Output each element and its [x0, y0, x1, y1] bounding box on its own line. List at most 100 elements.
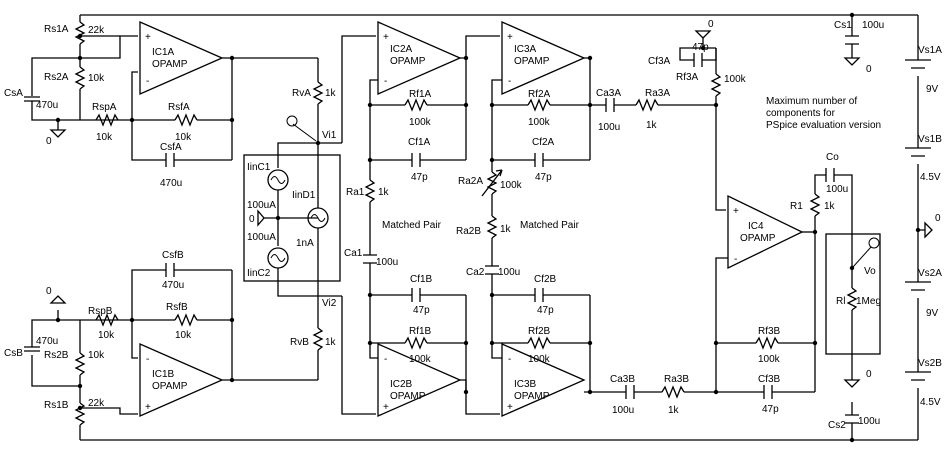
ic3a-inv-wire — [491, 79, 502, 160]
vi1-to-ic2a — [341, 35, 376, 143]
ic3a-minus: - — [508, 76, 511, 87]
Cs2-capacitor — [845, 414, 859, 424]
label-Ca2-ref: Ca2 — [466, 267, 485, 278]
label-RspB-ref: RspB — [88, 306, 113, 317]
RsfB-resistor — [174, 313, 198, 327]
RspB-resistor — [95, 313, 119, 327]
ic4-minus: - — [734, 254, 737, 265]
label-RsfA-val: 10k — [175, 132, 192, 143]
label-RspB-val: 10k — [98, 330, 115, 341]
output-load-box — [825, 233, 881, 355]
label-Ra1-ref: Ra1 — [346, 187, 365, 198]
label-IC2A-ref: IC2A — [390, 44, 413, 55]
label-Ra2B-val: 1k — [500, 224, 512, 235]
label-Vs2B-val: 4.5V — [920, 397, 941, 408]
label-RvA-val: 1k — [325, 88, 337, 99]
Rf1A-resistor — [404, 98, 428, 112]
label-IinC2-val: 100uA — [247, 232, 276, 243]
label-ground-e: 0 — [866, 64, 872, 75]
input-source-box — [243, 154, 341, 282]
label-Rf3A-ref: Rf3A — [676, 72, 699, 83]
label-R1-ref: R1 — [790, 201, 803, 212]
ground-symbol-c — [694, 30, 712, 39]
label-Ca1-ref: Ca1 — [344, 248, 363, 259]
label-Ca3B-ref: Ca3B — [610, 374, 635, 385]
Ra3A-resistor — [635, 98, 659, 112]
ic1b-minus: - — [146, 354, 149, 365]
Rs1B-resistor — [74, 402, 86, 426]
Ca3B-capacitor — [625, 385, 635, 399]
label-RsfB-ref: RsfB — [166, 302, 188, 313]
label-IinC2-ref: IinC2 — [247, 268, 271, 279]
label-Ca3A-ref: Ca3A — [596, 88, 621, 99]
csb-top-wire — [31, 319, 118, 347]
junction-dot — [812, 340, 818, 346]
label-Ra3B-ref: Ra3B — [664, 374, 689, 385]
Cf3B-capacitor — [763, 385, 773, 399]
label-Cf3A-val: 47p — [692, 42, 709, 53]
csfa-wire — [131, 120, 232, 161]
label-Ra1-val: 1k — [378, 187, 390, 198]
label-ground-a: 0 — [46, 136, 52, 147]
ic3b-plus: + — [507, 402, 513, 413]
Cf2A-capacitor — [534, 153, 544, 167]
label-IC3B-val: OPAMP — [514, 391, 550, 402]
CsfB-capacitor — [165, 263, 175, 277]
label-ground-d: 0 — [866, 369, 872, 380]
label-Rs2B-val: 10k — [88, 350, 105, 361]
vo-probe-lead — [852, 246, 872, 268]
junction-dot — [229, 317, 235, 323]
ic4-plus: + — [733, 206, 739, 217]
label-IC4-ref: IC4 — [748, 221, 764, 232]
label-CsB-ref: CsB — [4, 348, 23, 359]
label-RvB-ref: RvB — [290, 337, 309, 348]
label-CsA-ref: CsA — [4, 88, 23, 99]
CsB-capacitor — [24, 346, 40, 352]
label-Ca3A-val: 100u — [598, 122, 620, 133]
IC1A-opamp — [139, 21, 224, 95]
ic1a-plus: + — [145, 32, 151, 43]
label-Ra3A-val: 1k — [646, 120, 658, 131]
label-Rf2A-val: 100k — [528, 117, 551, 128]
label-Cf3B-ref: Cf3B — [758, 374, 781, 385]
Ra2A-resistor — [486, 171, 498, 195]
label-Cf2A-val: 47p — [535, 172, 552, 183]
divider-b-to-ic1b — [31, 355, 80, 387]
ic2b-inv-wire — [369, 295, 378, 359]
ac-symbol — [270, 176, 286, 184]
label-Rs1A-ref: Rs1A — [44, 24, 69, 35]
label-Rf3B-val: 100k — [758, 354, 781, 365]
ac-symbol — [270, 254, 286, 262]
note-line-1: Maximum number of — [766, 96, 857, 107]
Rf3B-resistor — [755, 336, 779, 350]
label-Cf3B-val: 47p — [762, 404, 779, 415]
Cf2B-capacitor — [534, 288, 544, 302]
Vs1A-battery — [905, 59, 931, 69]
IC3A-opamp — [501, 21, 586, 95]
label-vi2: Vi2 — [322, 298, 337, 309]
csfb-wire — [131, 269, 232, 320]
junction-dot — [587, 55, 593, 61]
label-RspA-ref: RspA — [92, 102, 117, 113]
ac-symbol — [310, 214, 326, 222]
label-IC2B-ref: IC2B — [390, 379, 413, 390]
Rs2B-resistor — [74, 352, 86, 376]
Rf1B-resistor — [404, 336, 428, 350]
label-Rf1A-ref: Rf1A — [409, 89, 432, 100]
label-vi1: Vi1 — [322, 130, 337, 141]
label-RsfB-val: 10k — [175, 330, 192, 341]
label-IinD1-ref: IinD1 — [292, 190, 316, 201]
divider-a-to-ic1a — [80, 35, 138, 59]
source-bottom-wire — [277, 281, 342, 297]
Vs1B-battery — [905, 147, 931, 157]
label-Cf3A-ref: Cf3A — [648, 56, 671, 67]
ic2b-minus: - — [384, 354, 387, 365]
IC1B-opamp — [139, 343, 224, 417]
label-Rf1A-val: 100k — [409, 117, 432, 128]
ic3a-plus: + — [507, 32, 513, 43]
R1-resistor — [809, 193, 821, 217]
Cf3A-capacitor — [693, 53, 703, 67]
IC4-opamp — [727, 194, 804, 270]
label-Rf3A-val: 100k — [724, 74, 747, 85]
